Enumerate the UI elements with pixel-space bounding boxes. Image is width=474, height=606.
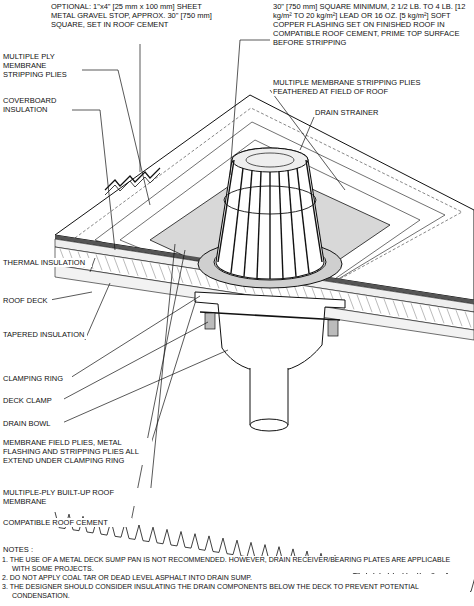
drain-bowl — [195, 292, 345, 372]
callout-label: THERMAL INSULATION — [2, 258, 92, 267]
deck-clamp — [200, 312, 340, 320]
callout-label: DRAIN BOWL — [2, 419, 64, 428]
drain-strainer — [224, 186, 316, 214]
callout-label: TAPERED INSULATION — [2, 330, 87, 339]
note-text: NOTES : — [2, 545, 62, 554]
callout-label: MEMBRANE FIELD PLIES, METAL FLASHING AND… — [2, 438, 152, 465]
callout-label: COMPATIBLE ROOF CEMENT — [2, 518, 132, 527]
callout-label: COVERBOARD INSULATION — [2, 96, 72, 114]
callout-label: OPTIONAL: 1"x4" [25 mm x 100 mm] SHEET M… — [50, 2, 220, 29]
callout-label: MULTIPLE PLY MEMBRANE STRIPPING PLIES — [2, 52, 82, 79]
callout-label: 30" [750 mm] SQUARE MINIMUM, 2 1/2 LB. T… — [272, 2, 472, 47]
callout-label: MULTIPLE MEMBRANE STRIPPING PLIES FEATHE… — [272, 78, 437, 96]
strainer-ribs — [218, 160, 322, 279]
callout-label: DRAIN STRAINER — [314, 108, 394, 117]
drain-outlet — [250, 368, 288, 425]
drain-strainer — [246, 153, 294, 167]
callout-label: MULTIPLE-PLY BUILT-UP ROOF MEMBRANE — [2, 488, 152, 506]
callout-label: DECK CLAMP — [2, 396, 64, 405]
deck-clamp — [205, 313, 215, 329]
drain-outlet — [250, 419, 288, 431]
deck-clamp — [328, 320, 338, 336]
note-text: 1. THE USE OF A METAL DECK SUMP PAN IS N… — [2, 556, 470, 573]
drain-strainer — [216, 148, 324, 279]
callout-label: CLAMPING RING — [2, 374, 72, 383]
note-text: 3. THE DESIGNER SHOULD CONSIDER INSULATI… — [2, 583, 470, 600]
callout-label: ROOF DECK — [2, 296, 52, 305]
note-text: 2. DO NOT APPLY COAL TAR OR DEAD LEVEL A… — [2, 574, 470, 583]
gravel-stop — [105, 173, 160, 195]
